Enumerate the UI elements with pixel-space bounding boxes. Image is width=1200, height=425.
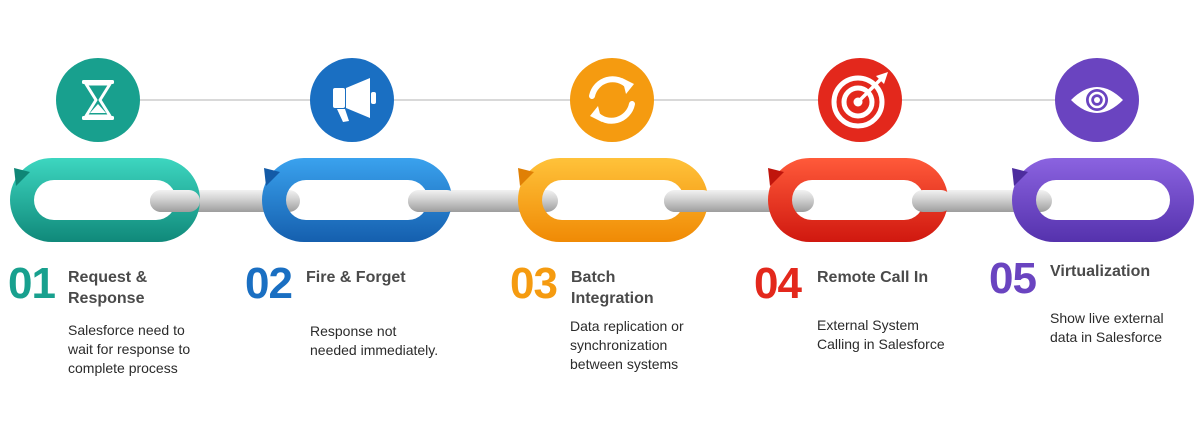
eye-icon bbox=[1055, 58, 1139, 142]
chain-link-2 bbox=[262, 158, 452, 242]
step-description-02: Response not needed immediately. bbox=[310, 323, 439, 358]
step-title-01: Request & Response bbox=[68, 269, 148, 307]
megaphone-icon bbox=[310, 58, 394, 142]
step-description-01: Salesforce need to wait for response to … bbox=[68, 322, 191, 376]
chain-link-3 bbox=[518, 158, 708, 242]
step-description-04: External System Calling in Salesforce bbox=[817, 317, 945, 352]
step-number-03: 03 bbox=[510, 259, 558, 308]
step-number-05: 05 bbox=[989, 254, 1037, 303]
sync-icon bbox=[570, 58, 654, 142]
step-number-01: 01 bbox=[8, 259, 56, 308]
step-description-03: Data replication or synchronization betw… bbox=[570, 318, 684, 372]
chain-link-1 bbox=[10, 158, 200, 242]
step-title-03: Batch Integration bbox=[571, 269, 654, 307]
step-title-05: Virtualization bbox=[1050, 263, 1151, 280]
step-number-02: 02 bbox=[245, 259, 293, 308]
chain-link-5 bbox=[1012, 158, 1194, 242]
step-number-04: 04 bbox=[754, 259, 802, 308]
step-title-04: Remote Call In bbox=[817, 269, 929, 286]
target-icon bbox=[818, 58, 902, 142]
step-description-05: Show live external data in Salesforce bbox=[1050, 310, 1164, 345]
step-title-02: Fire & Forget bbox=[306, 269, 406, 286]
grey-link-overlaps bbox=[150, 190, 952, 212]
hourglass-icon bbox=[56, 58, 140, 142]
chain-link-4 bbox=[768, 158, 948, 242]
